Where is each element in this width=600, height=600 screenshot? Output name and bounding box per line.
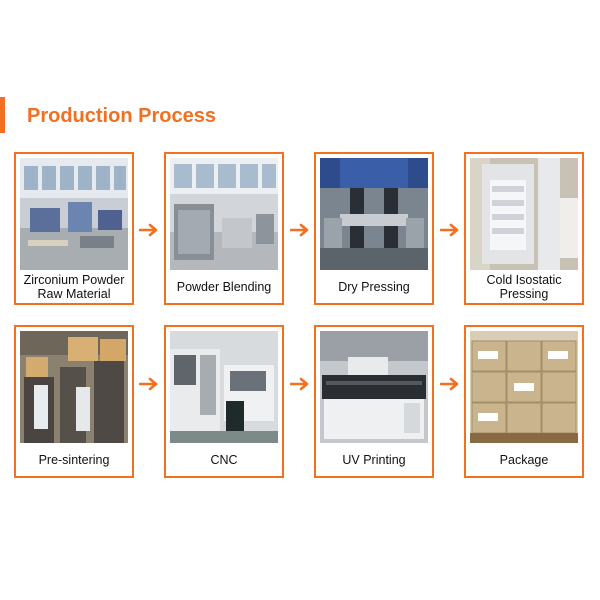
uv-printer-photo: [320, 331, 428, 443]
arrow-right-icon: [139, 222, 159, 238]
isostatic-press-photo: [470, 158, 578, 270]
press-machine-photo: [320, 158, 428, 270]
arrow-right-icon: [139, 376, 159, 392]
step-card-powder-blending: Powder Blending: [164, 152, 284, 305]
boxes-photo: [470, 331, 578, 443]
blending-machine-photo: [170, 158, 278, 270]
step-label: Cold Isostatic Pressing: [466, 270, 582, 303]
step-label: Package: [466, 443, 582, 476]
step-label: Pre-sintering: [16, 443, 132, 476]
page-title: Production Process: [27, 104, 216, 128]
step-card-cold-isostatic-pressing: Cold Isostatic Pressing: [464, 152, 584, 305]
step-card-dry-pressing: Dry Pressing: [314, 152, 434, 305]
title-accent-bar: [0, 97, 5, 133]
cnc-machine-photo: [170, 331, 278, 443]
step-label: Zirconium Powder Raw Material: [16, 270, 132, 303]
step-label: Dry Pressing: [316, 270, 432, 303]
step-label: Powder Blending: [166, 270, 282, 303]
arrow-right-icon: [440, 222, 460, 238]
arrow-right-icon: [290, 222, 310, 238]
furnace-photo: [20, 331, 128, 443]
step-card-package: Package: [464, 325, 584, 478]
step-card-cnc: CNC: [164, 325, 284, 478]
step-label: CNC: [166, 443, 282, 476]
arrow-right-icon: [440, 376, 460, 392]
step-card-raw-material: Zirconium Powder Raw Material: [14, 152, 134, 305]
arrow-right-icon: [290, 376, 310, 392]
step-card-uv-printing: UV Printing: [314, 325, 434, 478]
factory-floor-photo: [20, 158, 128, 270]
step-card-pre-sintering: Pre-sintering: [14, 325, 134, 478]
step-label: UV Printing: [316, 443, 432, 476]
